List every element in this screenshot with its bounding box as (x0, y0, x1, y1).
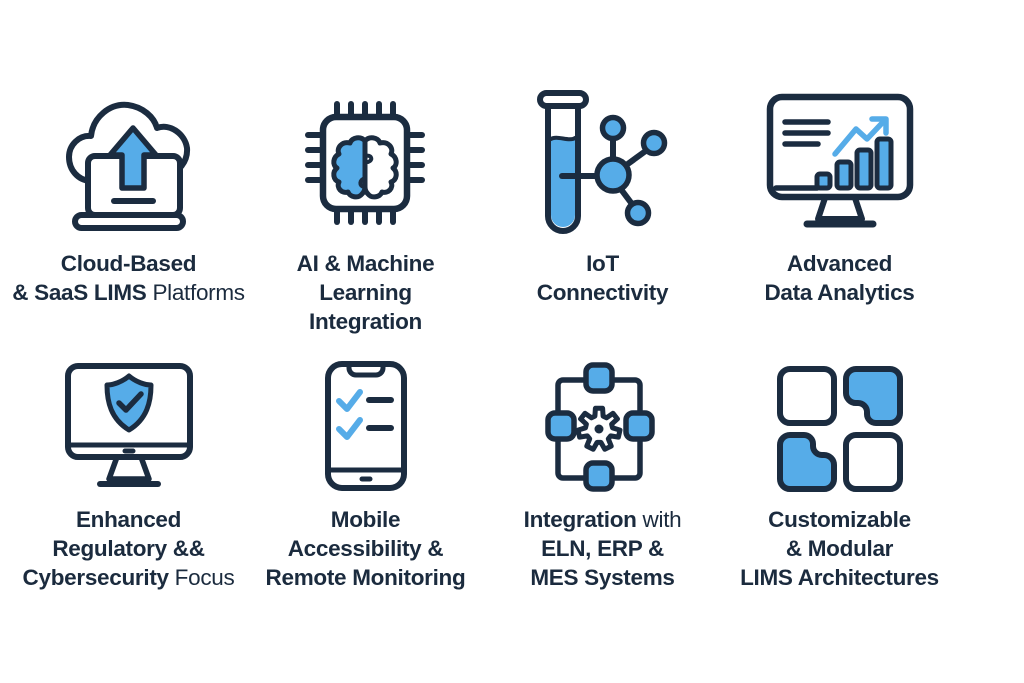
caption-text: IoT (586, 251, 619, 276)
feature-card-integration: Integration with ELN, ERP & MES Systems (484, 336, 721, 592)
feature-card-ai-ml: AI & Machine Learning Integration (247, 56, 484, 336)
caption-line: Customizable (740, 505, 939, 534)
analytics-monitor-icon (766, 93, 913, 228)
caption-text: Platforms (152, 280, 245, 305)
caption-line: Mobile (266, 505, 466, 534)
caption-text: Mobile (330, 507, 401, 532)
caption-text: AI & Machine (296, 251, 435, 276)
caption-line: Cybersecurity Focus (23, 563, 235, 592)
caption-text: MES Systems (530, 565, 675, 590)
caption-text: Integration (309, 309, 422, 334)
feature-grid-row-2: Enhanced Regulatory && Cybersecurity Foc… (10, 336, 958, 592)
feature-caption: Integration with ELN, ERP & MES Systems (524, 505, 682, 592)
ai-chip-brain-icon (305, 101, 425, 225)
cloud-upload-laptop-icon (65, 56, 192, 231)
caption-line: Data Analytics (764, 278, 914, 307)
caption-line: & Modular (740, 534, 939, 563)
caption-text: Enhanced (75, 507, 182, 532)
analytics-monitor-icon (765, 56, 915, 230)
modular-blocks-icon (774, 336, 906, 492)
feature-caption: Advanced Data Analytics (764, 249, 914, 307)
mobile-checklist-icon (324, 336, 408, 492)
caption-line: ELN, ERP & (524, 534, 682, 563)
caption-text: Customizable (768, 507, 911, 532)
caption-line: Enhanced (23, 505, 235, 534)
caption-text: Focus (174, 565, 235, 590)
caption-text: ELN, ERP & (541, 536, 664, 561)
feature-card-iot: IoT Connectivity (484, 56, 721, 336)
gear-modules-icon (544, 362, 655, 492)
gear-center-dot (594, 424, 603, 434)
caption-line: AI & Machine (297, 249, 435, 278)
caption-line: Accessibility & (266, 534, 466, 563)
feature-caption: IoT Connectivity (536, 249, 669, 307)
caption-text: Regulatory && (52, 536, 205, 561)
caption-line: Advanced (764, 249, 914, 278)
caption-text: with (642, 507, 682, 532)
caption-line: Cloud-Based (12, 249, 245, 278)
modular-blocks-icon (776, 366, 903, 492)
gear-modules-icon (543, 336, 663, 492)
caption-text: Remote Monitoring (265, 565, 466, 590)
feature-card-cybersecurity: Enhanced Regulatory && Cybersecurity Foc… (10, 336, 247, 592)
caption-text: Connectivity (536, 280, 669, 305)
shield-monitor-icon (64, 363, 193, 487)
caption-line: IoT (537, 249, 668, 278)
caption-line: LIMS Architectures (740, 563, 939, 592)
test-tube-network-icon (535, 56, 670, 234)
shield-monitor-icon (64, 336, 194, 492)
caption-line: Learning (297, 278, 435, 307)
caption-line: Integration with (524, 505, 682, 534)
caption-text: & Modular (785, 536, 894, 561)
caption-line: Connectivity (536, 278, 669, 307)
caption-text: Integration (523, 507, 643, 532)
caption-line: & SaaS LIMS Platforms (12, 278, 245, 307)
caption-text: Learning (319, 280, 412, 305)
feature-card-analytics: Advanced Data Analytics (721, 56, 958, 336)
caption-text: & SaaS LIMS (12, 280, 153, 305)
feature-card-cloud-saas: Cloud-Based & SaaS LIMS Platforms (10, 56, 247, 336)
feature-caption: AI & Machine Learning Integration (297, 249, 435, 336)
caption-text: Cybersecurity (22, 565, 175, 590)
caption-text: Accessibility & (287, 536, 444, 561)
feature-caption: Customizable & Modular LIMS Architecture… (740, 505, 939, 592)
ai-chip-brain-icon (293, 56, 438, 230)
caption-text: Data Analytics (764, 280, 915, 305)
feature-card-modular: Customizable & Modular LIMS Architecture… (721, 336, 958, 592)
caption-line: Integration (297, 307, 435, 336)
mobile-checklist-icon (324, 361, 407, 491)
caption-line: MES Systems (524, 563, 682, 592)
feature-caption: Enhanced Regulatory && Cybersecurity Foc… (23, 505, 235, 592)
caption-line: Regulatory && (23, 534, 235, 563)
caption-text: Cloud-Based (60, 251, 197, 276)
caption-line: Remote Monitoring (266, 563, 466, 592)
caption-text: LIMS Architectures (740, 565, 939, 590)
cloud-upload-laptop-icon (65, 101, 190, 231)
test-tube-network-icon (537, 90, 668, 234)
caption-text: Advanced (786, 251, 893, 276)
feature-grid-row-1: Cloud-Based & SaaS LIMS Platforms AI (10, 56, 958, 336)
feature-card-mobile: Mobile Accessibility & Remote Monitoring (247, 336, 484, 592)
feature-caption: Mobile Accessibility & Remote Monitoring (266, 505, 466, 592)
feature-caption: Cloud-Based & SaaS LIMS Platforms (12, 249, 245, 307)
